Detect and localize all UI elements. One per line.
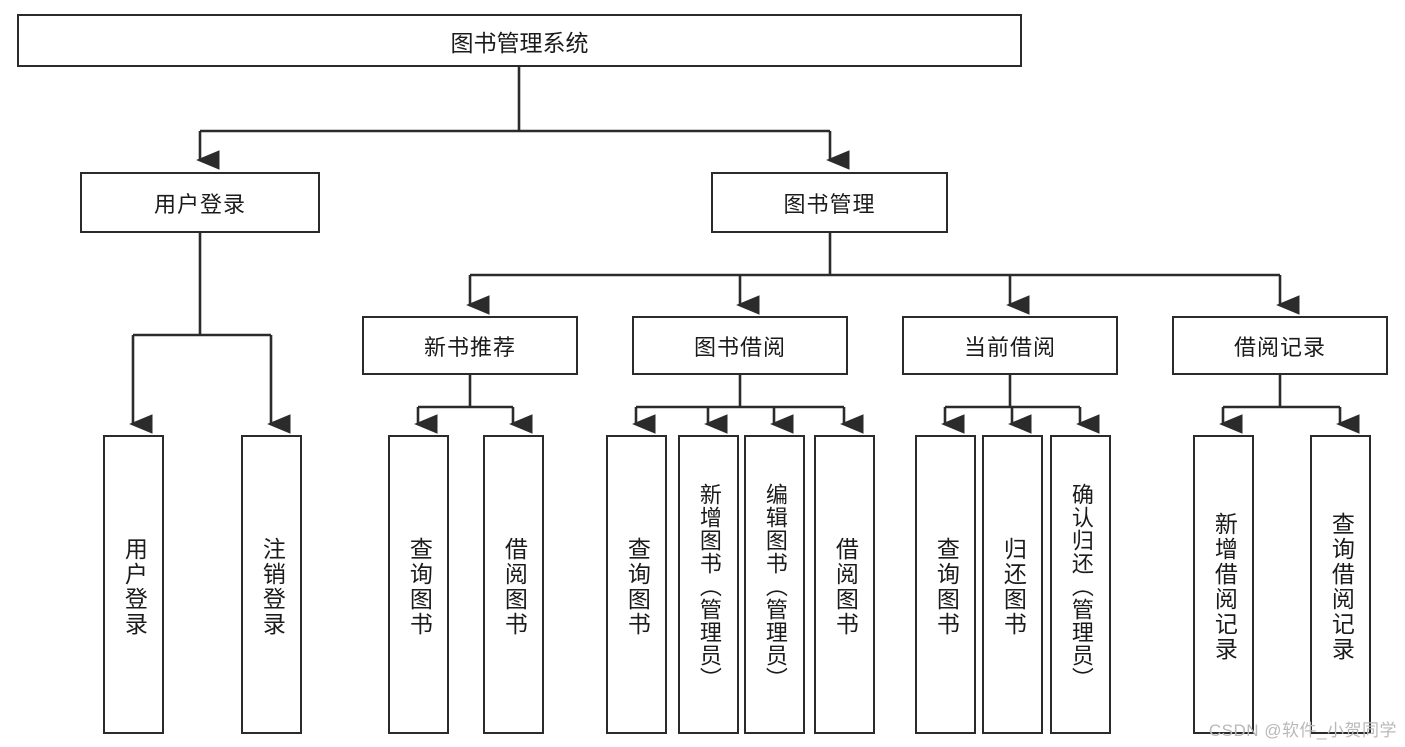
node-new-book-rec-label: 新书推荐 xyxy=(423,334,516,360)
node-user-login[interactable]: 用户登录 xyxy=(80,172,320,233)
node-book-manage-label: 图书管理 xyxy=(783,191,876,217)
node-user-login-label: 用户登录 xyxy=(153,191,246,217)
leaf-user-logout-label: 注销登录 xyxy=(259,536,286,637)
leaf-add-book-label: 新增图书（管理员） xyxy=(696,483,722,690)
leaf-confirm-return-label: 确认归还（管理员） xyxy=(1068,483,1094,690)
node-root-label: 图书管理系统 xyxy=(450,29,589,56)
leaf-user-login[interactable]: 用户登录 xyxy=(103,435,164,734)
leaf-borrow-book-2[interactable]: 借阅图书 xyxy=(814,435,875,734)
leaf-add-record-label: 新增借阅记录 xyxy=(1211,511,1238,662)
leaf-query-book-1[interactable]: 查询图书 xyxy=(388,435,449,734)
leaf-borrow-book-1[interactable]: 借阅图书 xyxy=(483,435,544,734)
leaf-borrow-book-1-label: 借阅图书 xyxy=(501,536,528,637)
leaf-query-book-2[interactable]: 查询图书 xyxy=(606,435,667,734)
leaf-confirm-return[interactable]: 确认归还（管理员） xyxy=(1050,435,1111,734)
leaf-edit-book-label: 编辑图书（管理员） xyxy=(762,483,788,690)
node-borrow-record-label: 借阅记录 xyxy=(1233,334,1326,360)
leaf-add-record[interactable]: 新增借阅记录 xyxy=(1193,435,1254,734)
leaf-query-record-label: 查询借阅记录 xyxy=(1328,511,1355,662)
node-current-borrow[interactable]: 当前借阅 xyxy=(902,316,1118,375)
leaf-query-book-3[interactable]: 查询图书 xyxy=(915,435,976,734)
leaf-return-book-label: 归还图书 xyxy=(1000,536,1027,637)
leaf-query-book-1-label: 查询图书 xyxy=(406,536,433,637)
node-book-borrow[interactable]: 图书借阅 xyxy=(632,316,848,375)
node-new-book-rec[interactable]: 新书推荐 xyxy=(362,316,578,375)
node-current-borrow-label: 当前借阅 xyxy=(963,334,1056,360)
csdn-watermark: CSDN @软件_小贺同学 xyxy=(1208,721,1397,740)
leaf-query-book-3-label: 查询图书 xyxy=(933,536,960,637)
node-book-manage[interactable]: 图书管理 xyxy=(711,172,948,233)
leaf-add-book[interactable]: 新增图书（管理员） xyxy=(678,435,739,734)
node-borrow-record[interactable]: 借阅记录 xyxy=(1172,316,1388,375)
leaf-user-login-label: 用户登录 xyxy=(121,536,148,637)
leaf-return-book[interactable]: 归还图书 xyxy=(982,435,1043,734)
leaf-query-record[interactable]: 查询借阅记录 xyxy=(1310,435,1371,734)
leaf-borrow-book-2-label: 借阅图书 xyxy=(832,536,859,637)
node-book-borrow-label: 图书借阅 xyxy=(693,334,786,360)
leaf-edit-book[interactable]: 编辑图书（管理员） xyxy=(744,435,805,734)
leaf-query-book-2-label: 查询图书 xyxy=(624,536,651,637)
node-root[interactable]: 图书管理系统 xyxy=(17,14,1022,67)
leaf-user-logout[interactable]: 注销登录 xyxy=(241,435,302,734)
